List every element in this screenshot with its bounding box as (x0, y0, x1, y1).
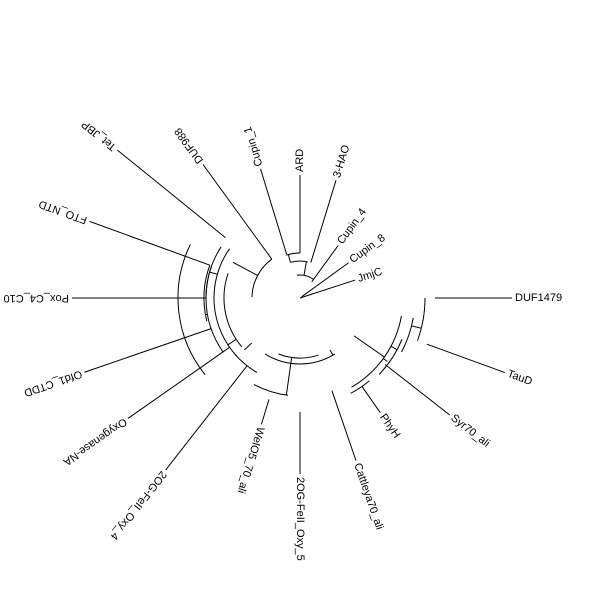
leaf-label: Cupin_4 (335, 206, 369, 246)
branch-arc (264, 353, 336, 365)
leaf-label: PhyH (377, 412, 402, 441)
tree-branches (72, 149, 512, 474)
branch-line (209, 271, 218, 275)
leaf-label: Cupin_8 (347, 232, 387, 266)
leaf-label: Ofd1_CTDD (22, 368, 83, 399)
branch-line (232, 261, 258, 276)
branch-line (331, 390, 357, 461)
branch-arc (213, 248, 238, 357)
branch-line (260, 399, 270, 425)
leaf-label: Oxygenase-NA (60, 415, 129, 468)
branch-arc (416, 297, 426, 341)
branch-arc (278, 353, 319, 359)
branch-line (285, 357, 293, 396)
leaf-label: DUF1479 (515, 292, 562, 304)
branch-line (127, 346, 230, 419)
leaf-label: DUF988 (172, 125, 206, 165)
branch-arc (205, 246, 224, 353)
branch-arc (401, 317, 414, 353)
branch-line (384, 364, 451, 416)
leaf-label: TauD (506, 368, 534, 388)
branch-arc (296, 274, 314, 280)
branch-line (165, 365, 248, 471)
leaf-label: Pox_C4_C10 (4, 292, 69, 304)
leaf-label: ARD (294, 149, 306, 172)
leaf-label: 2OG-FeII_Oxy_5 (294, 477, 306, 561)
branch-line (329, 349, 334, 356)
branch-line (202, 164, 273, 260)
branch-arc (251, 258, 273, 298)
leaf-label: Syr70_ali (448, 412, 492, 450)
branch-line (260, 168, 288, 255)
branch-line (426, 343, 506, 374)
leaf-label: Tet_JBP (79, 118, 118, 153)
leaf-label: WelO5_70_ali (235, 425, 267, 494)
branch-arc (350, 380, 370, 394)
branch-line (353, 335, 385, 358)
branch-arc (177, 244, 206, 376)
leaf-label: Cupin_1 (242, 125, 265, 168)
branch-arc (233, 352, 258, 373)
branch-line (311, 245, 339, 283)
branch-line (361, 386, 381, 413)
branch-line (390, 345, 398, 351)
leaf-label: 2OG-FeII_Oxy_4 (108, 468, 169, 541)
branch-arc (378, 339, 403, 375)
branch-arc (205, 265, 213, 299)
branch-arc (253, 384, 289, 396)
branch-line (299, 279, 356, 299)
branch-line (310, 180, 337, 263)
branch-line (84, 328, 212, 373)
leaf-label: FTO_NTD (37, 197, 89, 226)
branch-line (303, 261, 307, 276)
leaf-label: JmjC (356, 266, 384, 285)
leaf-label: 3-HAO (331, 143, 352, 179)
branch-line (227, 338, 237, 346)
branch-arc (223, 273, 243, 348)
branch-arc (203, 264, 211, 322)
branch-line (89, 220, 210, 266)
branch-line (117, 149, 226, 238)
branch-line (383, 358, 388, 362)
branch-arc (290, 260, 308, 263)
branch-line (287, 254, 291, 263)
branch-line (411, 325, 422, 329)
leaf-label: Cattleya70_ali (351, 462, 385, 532)
branch-line (301, 262, 349, 298)
branch-line (244, 342, 253, 351)
